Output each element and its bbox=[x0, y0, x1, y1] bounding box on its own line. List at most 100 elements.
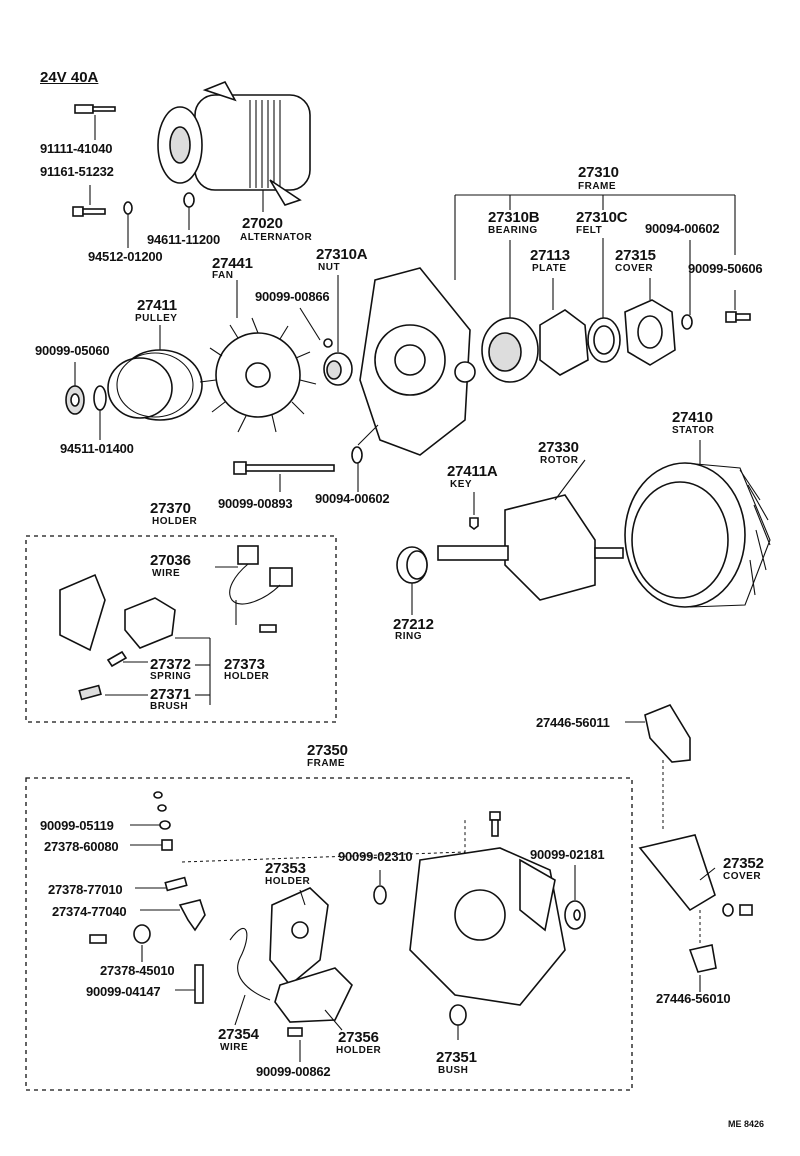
part-90099-05060-label: 90099-05060 bbox=[35, 343, 110, 358]
part-27351-label: 27351 bbox=[436, 1049, 477, 1066]
part-27310C-name: FELT bbox=[576, 225, 603, 236]
part-27036-name: WIRE bbox=[152, 568, 181, 579]
washer-90099-02310-illustration bbox=[373, 885, 387, 905]
washer-90094-mid-illustration bbox=[351, 446, 363, 464]
part-90094-00602-top-label: 90094-00602 bbox=[645, 221, 720, 236]
bolt-90099-50606-illustration bbox=[725, 311, 751, 323]
rotor-27330-illustration bbox=[437, 494, 624, 601]
cover-27352-fasteners-illustration bbox=[722, 903, 753, 917]
washer-90094-top-illustration bbox=[681, 314, 693, 330]
part-27352-name: COVER bbox=[723, 871, 762, 882]
part-91161-51232-label: 91161-51232 bbox=[40, 164, 114, 179]
part-27370-label: 27370 bbox=[150, 500, 191, 517]
frame-27350-reference-line bbox=[181, 820, 466, 863]
part-27351-name: BUSH bbox=[438, 1065, 469, 1076]
part-27310B-label: 27310B bbox=[488, 209, 540, 226]
part-27310-label: 27310 bbox=[578, 164, 619, 181]
part-27113-name: PLATE bbox=[532, 263, 567, 274]
part-27353-label: 27353 bbox=[265, 860, 306, 877]
bolt-91111-illustration bbox=[74, 104, 116, 114]
part-27353-name: HOLDER bbox=[265, 876, 311, 887]
part-90094-00602-mid-label: 90094-00602 bbox=[315, 491, 390, 506]
part-27354-label: 27354 bbox=[218, 1026, 259, 1043]
part-27352-label: 27352 bbox=[723, 855, 764, 872]
part-90099-02181-label: 90099-02181 bbox=[530, 847, 605, 862]
part-27371-name: BRUSH bbox=[150, 701, 189, 712]
alternator-assembly-illustration bbox=[157, 80, 311, 206]
part-90099-00866-label: 90099-00866 bbox=[255, 289, 330, 304]
part-90099-02310-label: 90099-02310 bbox=[338, 849, 413, 864]
holder-27370-group-box bbox=[25, 535, 337, 723]
holder-27356-illustration bbox=[274, 967, 353, 1023]
part-27372-name: SPRING bbox=[150, 671, 192, 682]
part-27441-label: 27441 bbox=[212, 255, 253, 272]
key-27411A-illustration bbox=[469, 517, 479, 530]
washer-94511-illustration bbox=[93, 385, 107, 411]
part-27410-name: STATOR bbox=[672, 425, 715, 436]
part-90099-04147-label: 90099-04147 bbox=[86, 984, 161, 999]
part-27113-label: 27113 bbox=[530, 247, 570, 264]
part-91111-41040-label: 91111-41040 bbox=[40, 141, 113, 156]
nut-94611-illustration bbox=[183, 192, 195, 208]
part-27370-name: HOLDER bbox=[152, 516, 198, 527]
part-27350-name: FRAME bbox=[307, 758, 346, 769]
part-27356-name: HOLDER bbox=[336, 1045, 382, 1056]
holder-27353-illustration bbox=[269, 887, 329, 987]
bolt-top-frame-illustration bbox=[489, 811, 501, 837]
part-27310-name: FRAME bbox=[578, 181, 617, 192]
part-27411A-name: KEY bbox=[450, 479, 473, 490]
washer-94512-illustration bbox=[123, 201, 133, 215]
part-27410-label: 27410 bbox=[672, 409, 713, 426]
part-27212-label: 27212 bbox=[393, 616, 434, 633]
part-27441-name: FAN bbox=[212, 270, 234, 281]
part-27374-77040-label: 27374-77040 bbox=[52, 904, 127, 919]
nut-27310A-illustration bbox=[323, 352, 353, 386]
part-27411-label: 27411 bbox=[137, 297, 177, 314]
plate-27113-illustration bbox=[539, 309, 589, 376]
part-27020-name: ALTERNATOR bbox=[240, 232, 313, 243]
cover-27352-illustration bbox=[638, 834, 716, 912]
holder-27370-leader-lines bbox=[105, 566, 238, 705]
part-27310A-label: 27310A bbox=[316, 246, 368, 263]
clip-27446-56011-illustration bbox=[644, 704, 691, 763]
part-27411A-label: 27411A bbox=[447, 463, 498, 480]
part-27446-56011-label: 27446-56011 bbox=[536, 715, 610, 730]
part-27036-label: 27036 bbox=[150, 552, 191, 569]
part-27378-60080-label: 27378-60080 bbox=[44, 839, 119, 854]
part-27372-label: 27372 bbox=[150, 656, 191, 673]
bush-27351-illustration bbox=[449, 1004, 467, 1026]
leader-lines bbox=[74, 115, 736, 1062]
part-27354-name: WIRE bbox=[220, 1042, 249, 1053]
part-27411-name: PULLEY bbox=[135, 313, 178, 324]
holder-27370-illustration bbox=[59, 545, 293, 701]
part-90099-05119-label: 90099-05119 bbox=[40, 818, 114, 833]
screw-90099-00866-illustration bbox=[323, 338, 333, 348]
part-27356-label: 27356 bbox=[338, 1029, 379, 1046]
part-27330-name: ROTOR bbox=[540, 455, 579, 466]
clip-27446-56010-illustration bbox=[688, 944, 717, 973]
part-94611-11200-label: 94611-11200 bbox=[147, 232, 220, 247]
stator-27410-illustration bbox=[624, 462, 771, 608]
part-90099-50606-label: 90099-50606 bbox=[688, 261, 763, 276]
part-27378-77010-label: 27378-77010 bbox=[48, 882, 123, 897]
part-27330-label: 27330 bbox=[538, 439, 579, 456]
part-27373-name: HOLDER bbox=[224, 671, 270, 682]
felt-27310C-illustration bbox=[587, 317, 621, 363]
part-94512-01200-label: 94512-01200 bbox=[88, 249, 163, 264]
wire-27354-illustration bbox=[229, 927, 271, 1001]
small-parts-27350-illustration bbox=[89, 791, 303, 1037]
part-90099-00893-label: 90099-00893 bbox=[218, 496, 293, 511]
frame-27350-group-box bbox=[25, 777, 633, 1091]
part-27350-label: 27350 bbox=[307, 742, 348, 759]
frame-27350-illustration bbox=[409, 847, 566, 1006]
frame-27310-illustration bbox=[359, 267, 476, 456]
part-27020-label: 27020 bbox=[242, 215, 283, 232]
part-27310C-label: 27310C bbox=[576, 209, 628, 226]
cover-27352-reference-line bbox=[662, 760, 701, 945]
part-27310B-name: BEARING bbox=[488, 225, 538, 236]
cover-27315-illustration bbox=[624, 299, 676, 366]
fan-27441-illustration bbox=[199, 317, 317, 433]
bolt-91161-illustration bbox=[72, 206, 106, 217]
part-27446-56010-label: 27446-56010 bbox=[656, 991, 731, 1006]
